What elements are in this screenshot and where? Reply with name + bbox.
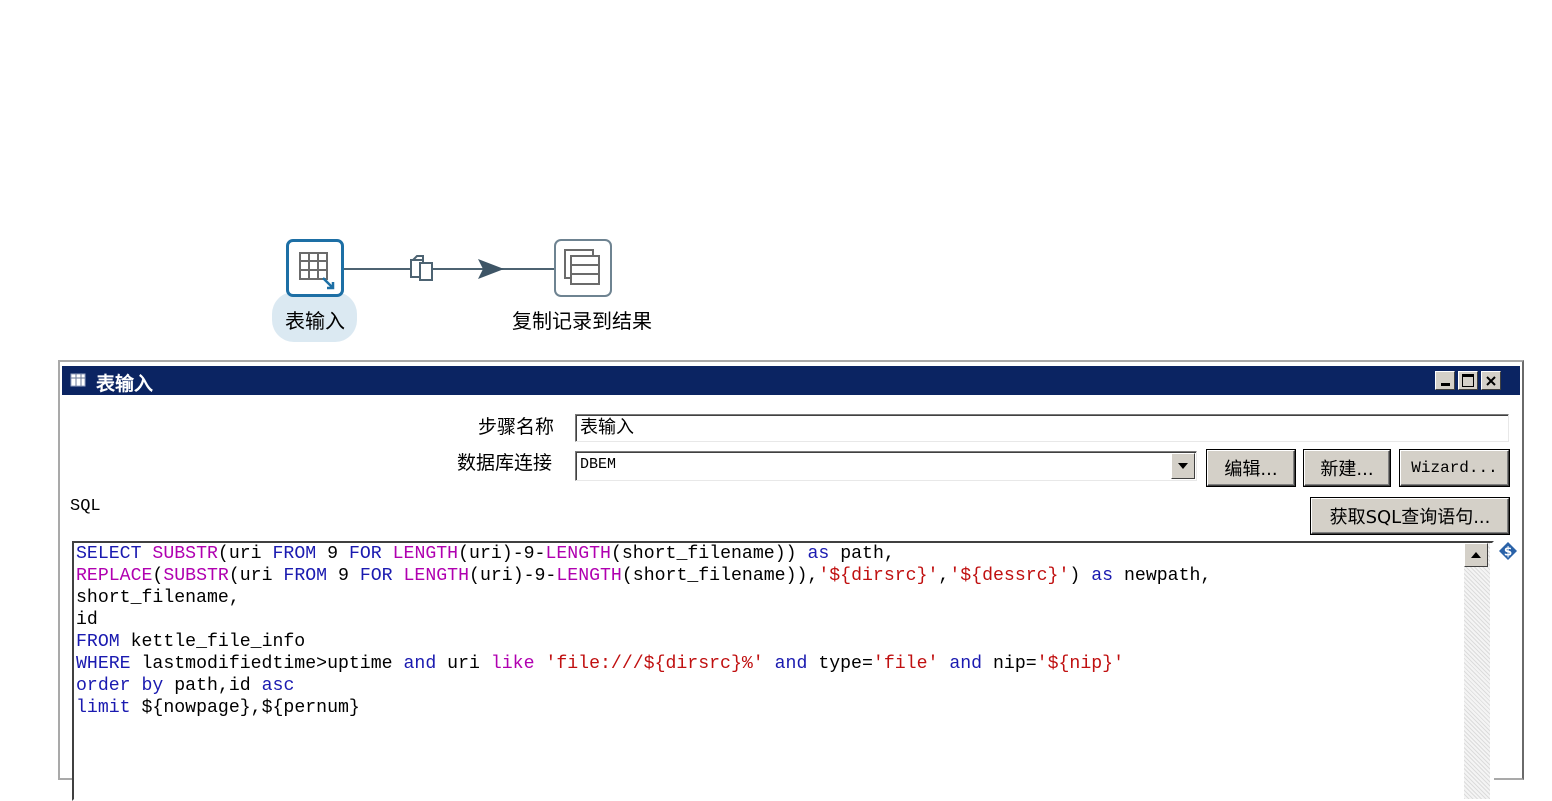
close-icon xyxy=(1486,375,1496,386)
sql-line: REPLACE(SUBSTR(uri FROM 9 FOR LENGTH(uri… xyxy=(76,566,1212,586)
get-sql-button[interactable]: 获取SQL查询语句... xyxy=(1311,498,1509,534)
transformation-canvas[interactable]: 表输入 复制记录到结果 xyxy=(0,0,1552,358)
variable-dollar-icon[interactable]: $ xyxy=(1498,541,1518,561)
sql-line: WHERE lastmodifiedtime>uptime and uri li… xyxy=(76,654,1124,674)
sql-line: id xyxy=(76,610,98,630)
table-input-dialog: 表输入 步骤名称 表输入 数据库连接 DBEM 编辑... 新建... Wiza… xyxy=(58,360,1524,801)
sql-line: limit ${nowpage},${pernum} xyxy=(76,698,360,718)
step-label: 复制记录到结果 xyxy=(512,309,652,333)
dialog-title: 表输入 xyxy=(96,373,154,395)
sql-label: SQL xyxy=(70,497,101,516)
copy-rows-icon[interactable] xyxy=(554,239,612,297)
maximize-button[interactable] xyxy=(1458,371,1478,390)
dropdown-arrow-icon xyxy=(1178,463,1188,469)
sql-code[interactable]: SELECT SUBSTR(uri FROM 9 FOR LENGTH(uri)… xyxy=(76,543,1211,719)
sql-editor[interactable]: SELECT SUBSTR(uri FROM 9 FOR LENGTH(uri)… xyxy=(72,541,1494,801)
new-connection-button[interactable]: 新建... xyxy=(1304,450,1390,486)
minimize-icon xyxy=(1440,383,1450,386)
wizard-button[interactable]: Wizard... xyxy=(1400,450,1509,486)
table-input-icon xyxy=(70,373,86,387)
hop-arrow-icon xyxy=(478,259,504,279)
selection-highlight xyxy=(272,292,357,342)
sql-line: SELECT SUBSTR(uri FROM 9 FOR LENGTH(uri)… xyxy=(76,544,895,564)
sql-scrollbar[interactable] xyxy=(1464,543,1490,799)
step-label: 表输入 xyxy=(285,309,345,333)
sql-line: order by path,id asc xyxy=(76,676,295,696)
step-name-label: 步骤名称 xyxy=(478,416,555,438)
sql-line: short_filename, xyxy=(76,588,240,608)
sql-line: FROM kettle_file_info xyxy=(76,632,306,652)
table-input-icon[interactable] xyxy=(286,239,344,297)
connection-label: 数据库连接 xyxy=(457,452,553,474)
maximize-icon xyxy=(1462,374,1474,387)
svg-text:$: $ xyxy=(1504,545,1512,559)
scroll-up-arrow-icon xyxy=(1471,552,1481,558)
connection-select[interactable]: DBEM xyxy=(575,451,1197,481)
hop-line[interactable] xyxy=(344,268,554,270)
copy-hop-icon xyxy=(410,255,433,281)
scroll-up-button[interactable] xyxy=(1464,543,1488,567)
connection-dropdown-button[interactable] xyxy=(1171,453,1195,479)
step-name-field[interactable]: 表输入 xyxy=(575,414,1509,442)
close-button[interactable] xyxy=(1481,371,1501,390)
minimize-button[interactable] xyxy=(1435,371,1455,390)
edit-connection-button[interactable]: 编辑... xyxy=(1207,450,1295,486)
dialog-titlebar[interactable]: 表输入 xyxy=(62,366,1520,395)
